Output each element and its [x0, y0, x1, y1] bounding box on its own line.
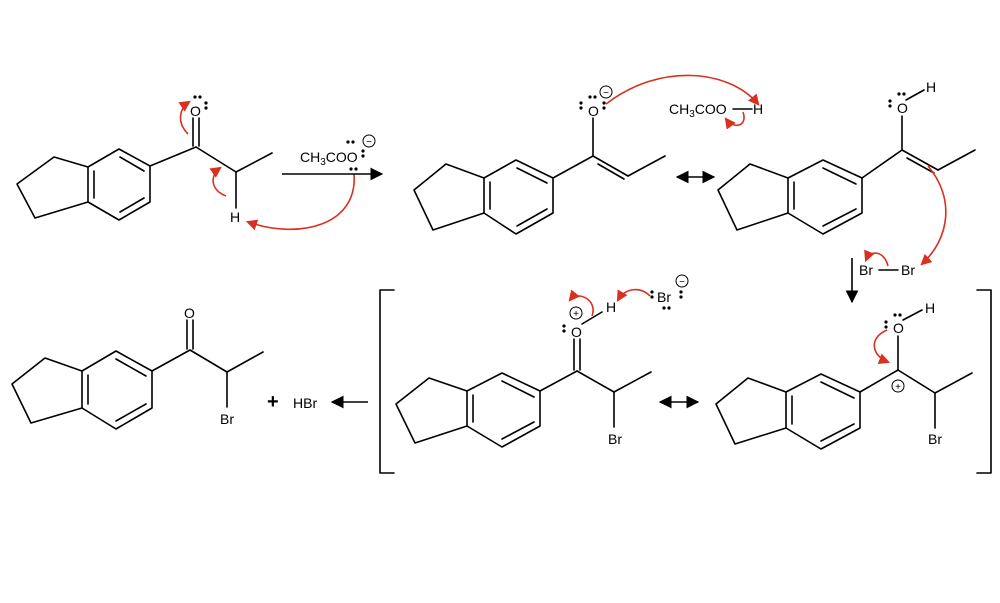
negative-charge-icon: [675, 274, 689, 288]
oxygen-label: O: [897, 100, 908, 116]
curved-arrow-ch-to-cc: [209, 166, 227, 197]
negative-charge-icon: [362, 134, 376, 148]
bromine-substituent-label: Br: [220, 411, 234, 427]
bromine-substituent-label: Br: [608, 431, 622, 447]
reagent-bromine: Br Br: [859, 249, 915, 278]
curved-arrow-o-to-c: [873, 329, 891, 365]
acetic-acid-formula: CH3COO: [669, 101, 727, 120]
lone-pairs: [579, 95, 606, 110]
acetate-formula: CH3COO: [300, 149, 358, 168]
bromide-ion: Br −: [616, 274, 689, 310]
svg-text:+: +: [895, 382, 901, 393]
curved-arrow-co-to-o: [178, 100, 191, 135]
curved-arrow-oh-to-o: [568, 289, 594, 317]
intermediate-bracket: [379, 289, 992, 474]
curved-arrow-br-to-h: [616, 288, 651, 302]
acid-hydrogen-label: H: [753, 101, 763, 117]
oxygen-label: O: [893, 320, 904, 336]
lone-pairs: [562, 324, 566, 333]
bromine-substituent-label: Br: [928, 431, 942, 447]
svg-text:−: −: [679, 277, 685, 288]
positive-charge-icon: [569, 306, 583, 320]
curved-arrow-oh-bond: [724, 111, 745, 130]
indane-skeleton: [717, 159, 863, 235]
curved-arrow-base-to-h: [245, 173, 355, 231]
oxonium-hydrogen-label: H: [606, 299, 616, 315]
svg-text:−: −: [603, 88, 609, 99]
bromine-label-left: Br: [859, 262, 873, 278]
reagent-acetate: CH3COO −: [245, 134, 376, 231]
curved-arrow-brbr-bond: [864, 249, 889, 267]
oxygen-label: O: [588, 103, 599, 119]
indane-skeleton: [395, 372, 541, 448]
oxygen-label: O: [571, 324, 582, 340]
lone-pairs: [884, 313, 902, 329]
side-chain: [539, 311, 652, 428]
positive-charge-icon: [891, 379, 905, 393]
indane-skeleton: [16, 148, 151, 221]
side-chain: [149, 117, 273, 209]
molecule-ketone-start: O H: [16, 95, 273, 225]
side-chain: [859, 309, 973, 429]
molecule-carbocation: O H + Br: [715, 300, 973, 450]
molecule-protonated-ketone: O + H Br: [395, 289, 652, 448]
molecule-enolate: O −: [413, 74, 760, 235]
negative-charge-icon: [599, 85, 613, 99]
indane-skeleton: [11, 350, 153, 430]
lone-pairs: [193, 95, 208, 110]
side-chain: [552, 117, 666, 180]
reagent-acetic-acid: CH3COO H: [669, 101, 763, 130]
svg-text:+: +: [573, 309, 579, 320]
alpha-hydrogen-label: H: [230, 209, 240, 225]
hydroxyl-hydrogen-label: H: [925, 300, 935, 316]
hbr-label: HBr: [293, 395, 317, 411]
svg-text:−: −: [366, 137, 372, 148]
oxygen-label: O: [184, 305, 195, 321]
hydroxyl-hydrogen-label: H: [926, 79, 936, 95]
curved-arrow-o-to-h: [605, 74, 760, 106]
lone-pairs: [888, 92, 906, 108]
curved-arrow-cc-to-br: [920, 165, 947, 266]
molecule-product: O Br: [11, 305, 264, 430]
indane-skeleton: [715, 373, 861, 450]
plus-sign: +: [267, 391, 279, 413]
bromide-label: Br: [657, 289, 671, 305]
oxygen-label: O: [190, 103, 201, 119]
side-chain: [151, 319, 264, 408]
indane-skeleton: [413, 159, 554, 235]
bromine-label-right: Br: [901, 262, 915, 278]
molecule-enol: O H: [717, 79, 976, 266]
lone-pairs: [346, 140, 365, 171]
lone-pairs: [650, 290, 683, 310]
side-chain: [861, 89, 976, 179]
